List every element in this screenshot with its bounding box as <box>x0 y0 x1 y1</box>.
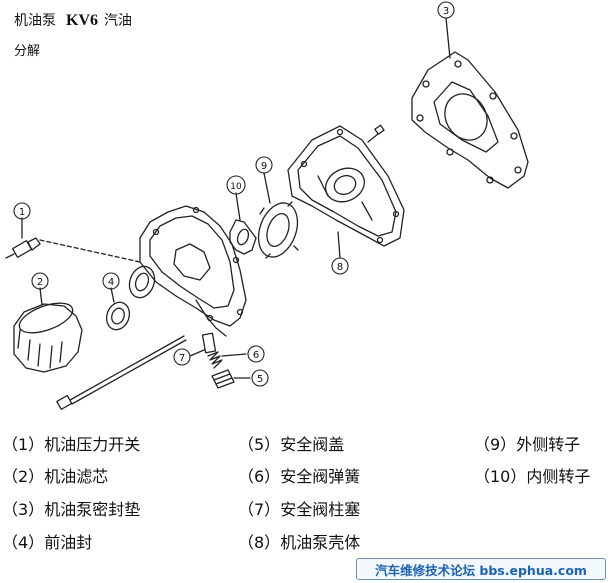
leader-9 <box>263 172 271 204</box>
relief-valve-spring-part <box>207 351 223 369</box>
leader-7 <box>189 349 205 357</box>
outer-rotor-part <box>257 201 299 259</box>
callout-9 <box>255 156 273 174</box>
legend-item-8: （8）机油泵壳体 <box>238 533 361 552</box>
callout-label-4: 4 <box>108 277 114 288</box>
callout-label-3: 3 <box>443 6 449 17</box>
long-bolt <box>56 335 187 410</box>
diagram-subtitle: 分解 <box>14 44 41 59</box>
callout-label-2: 2 <box>37 277 43 288</box>
callouts <box>13 1 455 387</box>
legend-item-3: （3）机油泵密封垫 <box>2 500 141 519</box>
front-cover-casting <box>128 205 247 337</box>
leader-2 <box>39 287 43 306</box>
legend-item-5: （5）安全阀盖 <box>238 435 345 454</box>
callout-label-9: 9 <box>261 161 267 172</box>
callout-6 <box>247 345 265 363</box>
callout-4 <box>102 272 120 290</box>
callout-10 <box>226 175 246 195</box>
title-part-a: 机油泵 <box>14 13 56 29</box>
leader-6 <box>221 353 247 357</box>
oil-filter-part <box>13 302 83 373</box>
title-engine-code: KV6 <box>66 12 98 29</box>
pump-gasket-part <box>411 51 529 189</box>
oil-pressure-switch-part <box>5 237 41 259</box>
callout-7 <box>173 348 191 366</box>
callout-3 <box>437 1 455 19</box>
forum-watermark: 汽车维修技术论坛 bbs.ephua.com <box>356 558 606 580</box>
callout-label-7: 7 <box>179 353 185 364</box>
callout-1 <box>13 202 31 220</box>
callout-label-1: 1 <box>19 207 25 218</box>
callout-label-8: 8 <box>337 262 343 273</box>
callout-5 <box>251 369 269 387</box>
switch-dashed-line <box>39 239 141 263</box>
callout-label-10: 10 <box>230 182 242 192</box>
legend-item-1: （1）机油压力开关 <box>2 435 141 454</box>
legend-item-7: （7）安全阀柱塞 <box>238 500 361 519</box>
legend-item-10: （10）内侧转子 <box>474 467 591 486</box>
relief-valve-cap-part <box>211 369 235 389</box>
callout-label-5: 5 <box>257 374 263 385</box>
callout-8 <box>331 257 349 275</box>
legend-item-6: （6）安全阀弹簧 <box>238 467 361 486</box>
leader-3 <box>445 17 451 59</box>
legend-item-4: （4）前油封 <box>2 533 93 552</box>
pump-housing-part <box>287 125 405 247</box>
housing-bolt <box>367 124 385 143</box>
exploded-diagram: 3 1 2 4 10 9 8 7 6 5 <box>5 1 529 410</box>
front-oil-seal-part <box>105 301 131 331</box>
legend-item-9: （9）外侧转子 <box>474 435 581 454</box>
relief-valve-plunger-part <box>201 332 217 354</box>
leader-10 <box>235 192 241 221</box>
callout-label-6: 6 <box>253 350 259 361</box>
diagram-title: 机油泵 KV6 汽油 <box>14 10 132 30</box>
callout-2 <box>31 272 49 290</box>
legend-item-2: （2）机油滤芯 <box>2 467 109 486</box>
leader-4 <box>110 287 115 303</box>
leader-8 <box>337 231 341 259</box>
title-part-c: 汽油 <box>104 13 132 29</box>
